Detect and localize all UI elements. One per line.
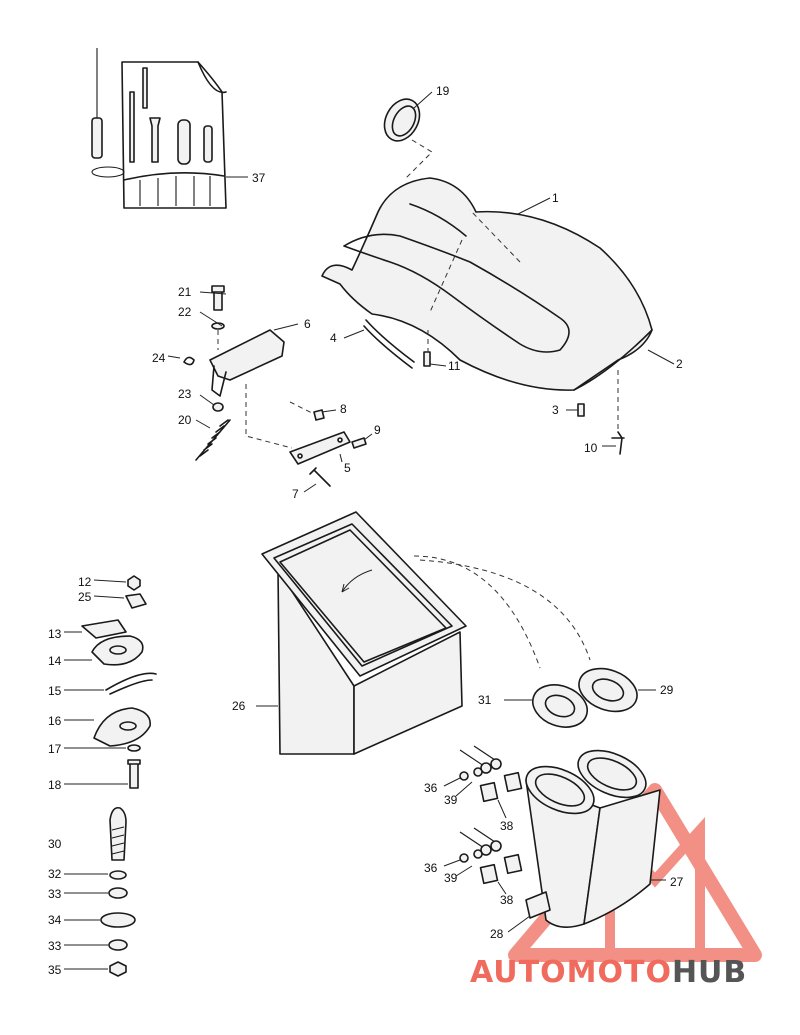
callout-38a: 38: [500, 819, 514, 833]
callout-6: 6: [304, 317, 311, 331]
callout-38b: 38: [500, 893, 514, 907]
callout-13: 13: [48, 627, 62, 641]
callout-24: 24: [152, 351, 166, 365]
callout-25: 25: [78, 590, 92, 604]
callout-15: 15: [48, 684, 62, 698]
tool-kit: [91, 48, 248, 209]
callout-36b: 36: [424, 861, 438, 875]
callout-20: 20: [178, 413, 192, 427]
callout-7: 7: [292, 487, 299, 501]
callout-2: 2: [676, 357, 683, 371]
watermark-hub: HUB: [672, 955, 747, 990]
callout-5: 5: [344, 461, 351, 475]
callout-10: 10: [584, 441, 598, 455]
storage-bin: [256, 511, 591, 755]
callout-16: 16: [48, 714, 62, 728]
callout-23: 23: [178, 387, 192, 401]
callout-36a: 36: [424, 781, 438, 795]
callout-31: 31: [478, 693, 492, 707]
seat-hardware: [343, 319, 625, 455]
callout-9: 9: [374, 423, 381, 437]
callout-21: 21: [178, 285, 192, 299]
latch-assembly: [167, 285, 373, 493]
seat: [321, 177, 675, 391]
callout-27: 27: [670, 875, 684, 889]
callout-14: 14: [48, 654, 62, 668]
callout-28: 28: [490, 927, 504, 941]
callout-34: 34: [48, 913, 62, 927]
callout-39a: 39: [444, 793, 458, 807]
callout-18: 18: [48, 778, 62, 792]
callout-29: 29: [660, 683, 674, 697]
callout-12: 12: [78, 575, 92, 589]
callout-30: 30: [48, 837, 62, 851]
callout-3: 3: [552, 403, 559, 417]
callout-33a: 33: [48, 887, 62, 901]
seal-ring: [383, 91, 433, 181]
callout-26: 26: [232, 699, 246, 713]
callout-17: 17: [48, 742, 62, 756]
callout-22: 22: [178, 305, 192, 319]
watermark-text: AUTOMOTOHUB: [470, 955, 747, 990]
latch-stack: [64, 575, 157, 977]
callout-8: 8: [340, 402, 347, 416]
callout-37: 37: [252, 171, 266, 185]
cup-holder: [507, 749, 666, 933]
callout-35: 35: [48, 963, 62, 977]
callout-39b: 39: [444, 871, 458, 885]
callout-4: 4: [330, 331, 337, 345]
callout-19: 19: [436, 84, 450, 98]
fastener-sets: [443, 745, 523, 895]
callout-labels: 1 2 3 4 5 6 7 8 9 10 11 12 13 14 15 16 1…: [48, 84, 684, 977]
watermark-auto: AUTO: [470, 955, 567, 990]
callout-11: 11: [448, 359, 461, 373]
watermark-moto: MOTO: [567, 955, 672, 990]
lids: [504, 667, 656, 728]
callout-1: 1: [552, 191, 559, 205]
callout-33b: 33: [48, 939, 62, 953]
callout-32: 32: [48, 867, 62, 881]
